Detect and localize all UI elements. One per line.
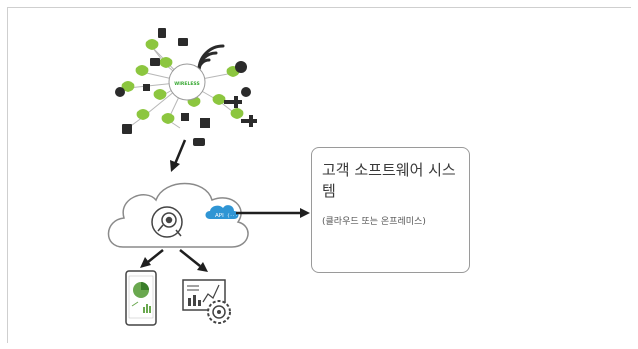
- node-leaf: [145, 39, 159, 50]
- motor-icon: [115, 87, 125, 97]
- api-code-glyph: {···}: [227, 213, 241, 219]
- customer-system-subtitle: (클라우드 또는 온프레미스): [322, 217, 426, 227]
- mobile-app-icon: [125, 270, 157, 326]
- sensor-icon: [158, 28, 166, 38]
- wireless-hub: WIRELESS: [168, 63, 206, 101]
- arrow-cloud-to-dashboard: [179, 249, 208, 272]
- motor-icon: [235, 61, 247, 73]
- node-leaf: [121, 81, 135, 92]
- sensor-icon: [143, 84, 150, 91]
- dashboard-analytics-icon: [182, 279, 231, 324]
- customer-system-title: 고객 소프트웨어 시스템: [322, 161, 456, 200]
- motor-icon: [193, 138, 205, 146]
- frame-border: [7, 7, 631, 343]
- hub-label: WIRELESS: [174, 81, 199, 87]
- api-label: API: [215, 213, 224, 219]
- node-leaf: [161, 113, 175, 124]
- sensor-icon: [150, 58, 160, 66]
- node-leaf: [212, 94, 226, 105]
- node-leaf: [136, 109, 150, 120]
- sensor-icon: [178, 38, 188, 46]
- customer-software-system-box: 고객 소프트웨어 시스템 (클라우드 또는 온프레미스): [311, 147, 470, 273]
- valve-icon: [241, 115, 257, 127]
- cloud-platform: [107, 182, 249, 248]
- valve-icon: [181, 113, 189, 121]
- device-icons: [115, 28, 257, 146]
- motor-icon: [241, 87, 251, 97]
- node-leaf: [153, 89, 167, 100]
- api-badge: API {···}: [205, 205, 241, 219]
- arrow-network-to-cloud: [170, 139, 187, 172]
- node-leaf: [230, 108, 244, 119]
- node-leaf: [159, 57, 173, 68]
- node-leaf: [135, 65, 149, 76]
- robot-head-icon: [151, 206, 183, 238]
- valve-icon: [200, 118, 210, 128]
- sensor-icon: [122, 124, 132, 134]
- wifi-icon: [197, 44, 225, 72]
- arrow-cloud-to-mobile: [140, 249, 164, 268]
- gear-icon: [207, 300, 231, 324]
- valve-icon: [224, 96, 242, 108]
- arrow-cloud-to-system: [236, 208, 310, 218]
